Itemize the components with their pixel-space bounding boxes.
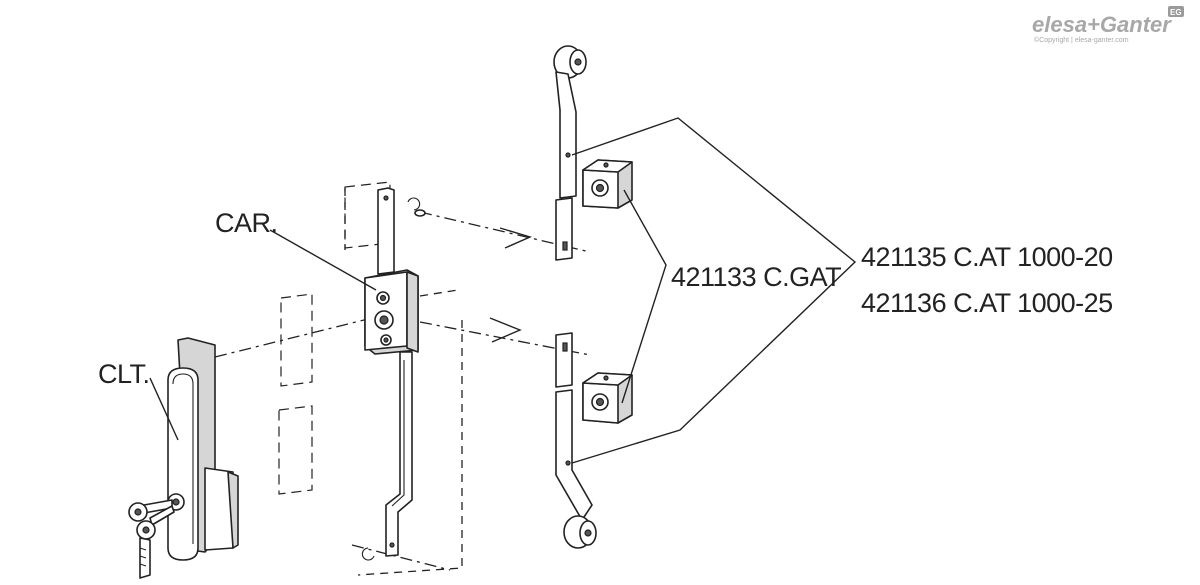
logo-text: elesa+Ganter bbox=[1032, 12, 1172, 37]
label-cat-1000-20: 421135 C.AT 1000-20 bbox=[861, 242, 1113, 272]
lower-latch-rod bbox=[555, 332, 597, 549]
upper-latch-rod bbox=[553, 45, 587, 261]
logo-badge: EG bbox=[1170, 8, 1182, 17]
elesa-ganter-logo: elesa+Ganter EG ©Copyright | elesa-gante… bbox=[1032, 6, 1184, 44]
label-car: CAR. bbox=[215, 208, 278, 238]
logo-badge-box bbox=[1168, 6, 1184, 17]
guide-block-upper bbox=[582, 159, 633, 209]
central-rod-assembly bbox=[361, 187, 426, 561]
guide-block-lower bbox=[582, 372, 633, 424]
leader-lines bbox=[149, 117, 857, 464]
label-cgat: 421133 C.GAT bbox=[671, 262, 841, 292]
logo-copyright: ©Copyright | elesa-ganter.com bbox=[1034, 36, 1129, 44]
label-cat-1000-25: 421136 C.AT 1000-25 bbox=[861, 288, 1113, 318]
label-clt: CLT. bbox=[98, 359, 150, 389]
handle-assembly bbox=[128, 337, 239, 579]
